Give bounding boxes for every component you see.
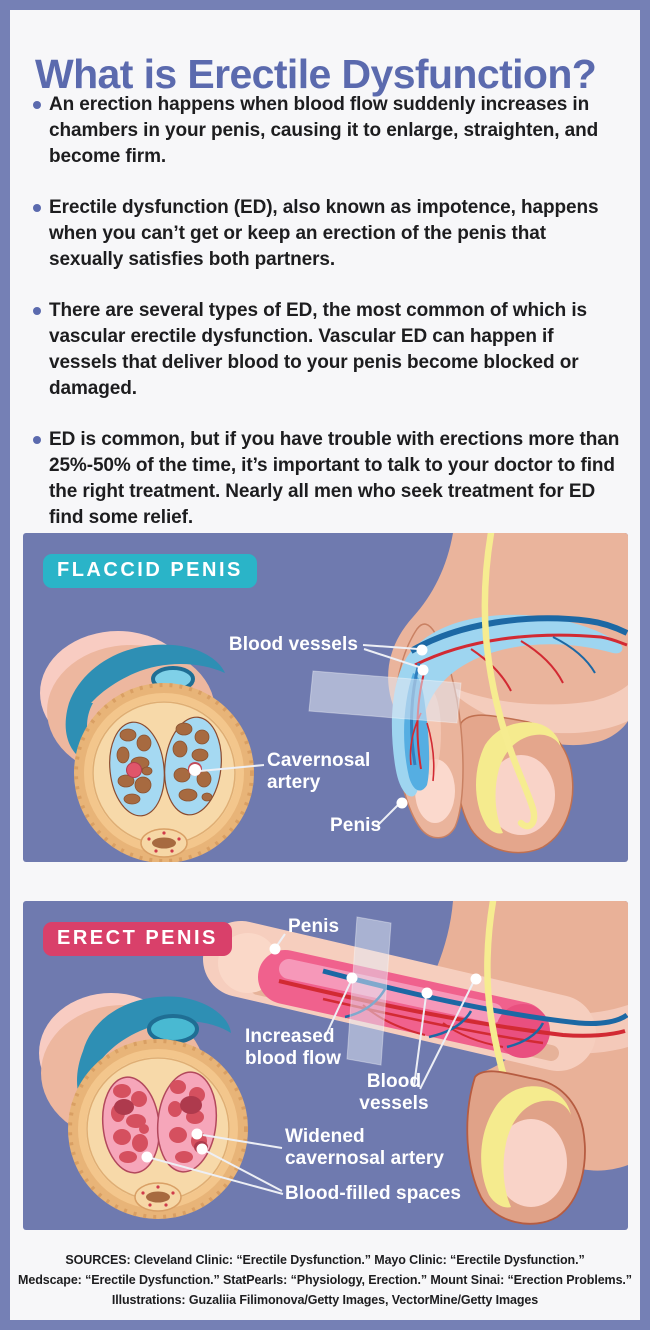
flaccid-penis-panel: FLACCID PENIS Blood vessels Cavernosal a… bbox=[23, 533, 628, 862]
bullet-text: There are several types of ED, the most … bbox=[49, 300, 587, 399]
leader-lines bbox=[199, 644, 420, 827]
label-blood-vessels: Blood vessels bbox=[228, 634, 358, 655]
erect-side-view bbox=[203, 901, 628, 1225]
callout-dot bbox=[470, 973, 482, 985]
bullet-icon bbox=[33, 204, 41, 212]
callout-dot bbox=[416, 644, 428, 656]
callout-dot bbox=[269, 943, 281, 955]
bullet-list: An erection happens when blood flow sudd… bbox=[33, 92, 623, 556]
callout-dot bbox=[346, 972, 358, 984]
bullet-icon bbox=[33, 101, 41, 109]
flaccid-side-view bbox=[308, 533, 628, 854]
label-widened-cavernosal-artery: Widened cavernosal artery bbox=[285, 1126, 445, 1170]
corpus-cavernosum-shape bbox=[391, 614, 623, 797]
label-cavernosal-artery: Cavernosal artery bbox=[267, 750, 371, 794]
widened-cavernosal-artery-shape bbox=[180, 1096, 202, 1114]
urethra-specks bbox=[141, 1185, 175, 1207]
label-increased-blood-flow: Increased blood flow bbox=[245, 1026, 341, 1070]
callout-dots bbox=[189, 644, 429, 809]
erect-penis-panel: ERECT PENIS Penis Increased blood flow B… bbox=[23, 901, 628, 1230]
callout-dots bbox=[141, 943, 482, 1163]
callout-dot bbox=[191, 1128, 203, 1140]
list-item: There are several types of ED, the most … bbox=[33, 298, 623, 402]
footer-line: Illustrations: Guzaliia Filimonova/Getty… bbox=[111, 1293, 539, 1307]
erect-cross-section bbox=[39, 993, 248, 1219]
callout-dot bbox=[396, 797, 408, 809]
cut-plane bbox=[308, 670, 462, 724]
bullet-icon bbox=[33, 307, 41, 315]
urethra-specks bbox=[147, 831, 181, 853]
page-title: What is Erectile Dysfunction? bbox=[35, 51, 597, 98]
urethra-line bbox=[481, 533, 538, 830]
cut-plane bbox=[346, 916, 392, 1066]
flaccid-cross-section bbox=[40, 631, 254, 862]
erect-penis-badge: ERECT PENIS bbox=[43, 922, 232, 956]
footer-line: SOURCES: Cleveland Clinic: “Erectile Dys… bbox=[65, 1253, 585, 1267]
label-blood-filled-spaces: Blood-filled spaces bbox=[285, 1183, 462, 1204]
erect-anatomy-illustration bbox=[39, 901, 628, 1225]
sources-footer: SOURCES: Cleveland Clinic: “Erectile Dys… bbox=[10, 1250, 640, 1310]
list-item: An erection happens when blood flow sudd… bbox=[33, 92, 623, 170]
bullet-text: An erection happens when blood flow sudd… bbox=[49, 94, 599, 167]
callout-dot bbox=[189, 764, 201, 776]
callout-dot bbox=[196, 1143, 208, 1155]
bullet-text: Erectile dysfunction (ED), also known as… bbox=[49, 197, 599, 270]
label-blood-vessels: Blood vessels bbox=[359, 1071, 429, 1115]
flaccid-penis-badge: FLACCID PENIS bbox=[43, 554, 257, 588]
cavernosal-artery-left bbox=[126, 762, 142, 778]
leader-lines bbox=[150, 933, 475, 1195]
callout-dot bbox=[421, 987, 433, 999]
label-penis: Penis bbox=[330, 815, 382, 836]
footer-line: Medscape: “Erectile Dysfunction.” StatPe… bbox=[18, 1273, 632, 1287]
list-item: Erectile dysfunction (ED), also known as… bbox=[33, 195, 623, 273]
callout-dot bbox=[141, 1151, 153, 1163]
bullet-text: ED is common, but if you have trouble wi… bbox=[49, 429, 620, 528]
bullet-icon bbox=[33, 436, 41, 444]
callout-dot bbox=[417, 664, 429, 676]
label-penis: Penis bbox=[288, 916, 340, 937]
flaccid-anatomy-illustration bbox=[40, 533, 628, 862]
list-item: ED is common, but if you have trouble wi… bbox=[33, 427, 623, 531]
